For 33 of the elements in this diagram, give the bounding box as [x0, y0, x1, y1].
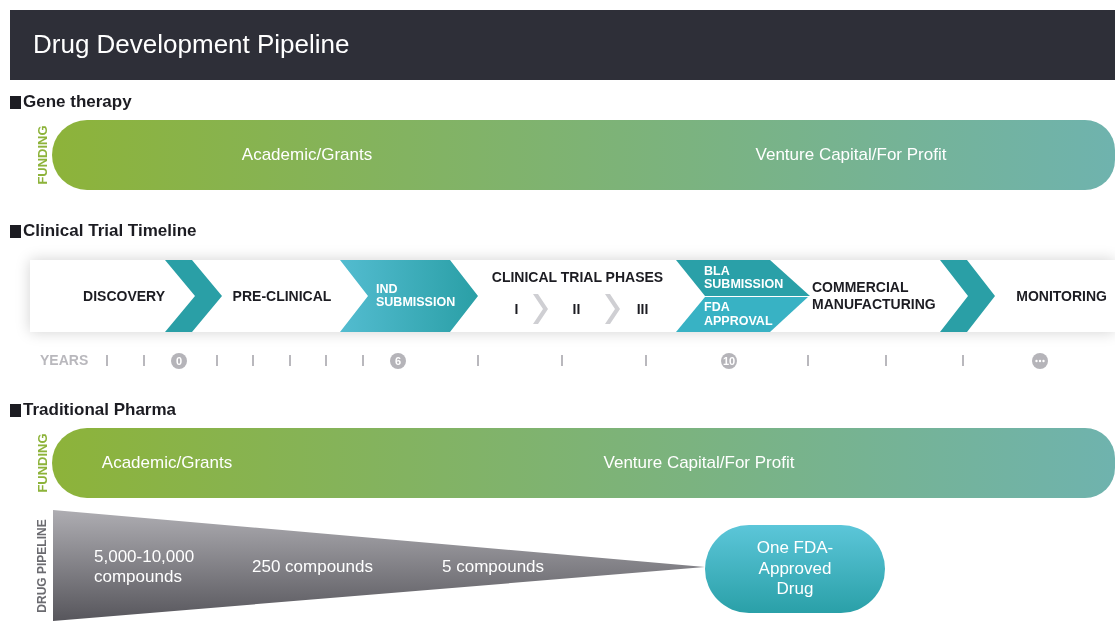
stage-label: PRE-CLINICAL: [222, 284, 342, 308]
chevron-arrow: [605, 294, 620, 324]
stage-label: DISCOVERY: [70, 284, 165, 308]
side-label: DRUG PIPELINE: [35, 519, 49, 613]
section-heading: Clinical Trial Timeline: [23, 221, 197, 241]
stage-label: MONITORING: [995, 284, 1107, 308]
stage-label: II: [548, 298, 605, 320]
chevron-arrow: [533, 294, 548, 324]
funding-label: Academic/Grants: [101, 453, 233, 473]
axis-label: YEARS: [40, 352, 89, 368]
compound-count: 5 compounds: [442, 556, 545, 578]
year-marker: 0: [171, 353, 187, 369]
stage-label: I: [500, 298, 533, 320]
phase-heading: CLINICAL TRIAL PHASES: [491, 269, 664, 285]
funding-bar: [52, 120, 1115, 190]
funding-label: Academic/Grants: [241, 145, 373, 165]
stage-label: COMMERCIAL MANUFACTURING: [812, 274, 940, 318]
funding-bar: [52, 428, 1115, 498]
compound-count: 250 compounds: [252, 556, 373, 578]
compound-count: 5,000-10,000 compounds: [94, 546, 196, 588]
year-marker: 6: [390, 353, 406, 369]
chevron-arrow: [165, 260, 222, 332]
section-heading: Gene therapy: [23, 92, 132, 112]
stage-label: III: [620, 298, 665, 320]
funding-label: Venture Capital/For Profit: [755, 145, 947, 165]
chevron-arrow: [940, 260, 995, 332]
side-label: FUNDING: [34, 433, 50, 493]
funding-label: Venture Capital/For Profit: [603, 453, 795, 473]
section-heading: Traditional Pharma: [23, 400, 177, 420]
result-pill: One FDA-Approved Drug: [705, 525, 885, 613]
diagram-title: Drug Development Pipeline: [33, 29, 350, 60]
year-marker: 10: [721, 353, 737, 369]
side-label: FUNDING: [34, 125, 50, 185]
